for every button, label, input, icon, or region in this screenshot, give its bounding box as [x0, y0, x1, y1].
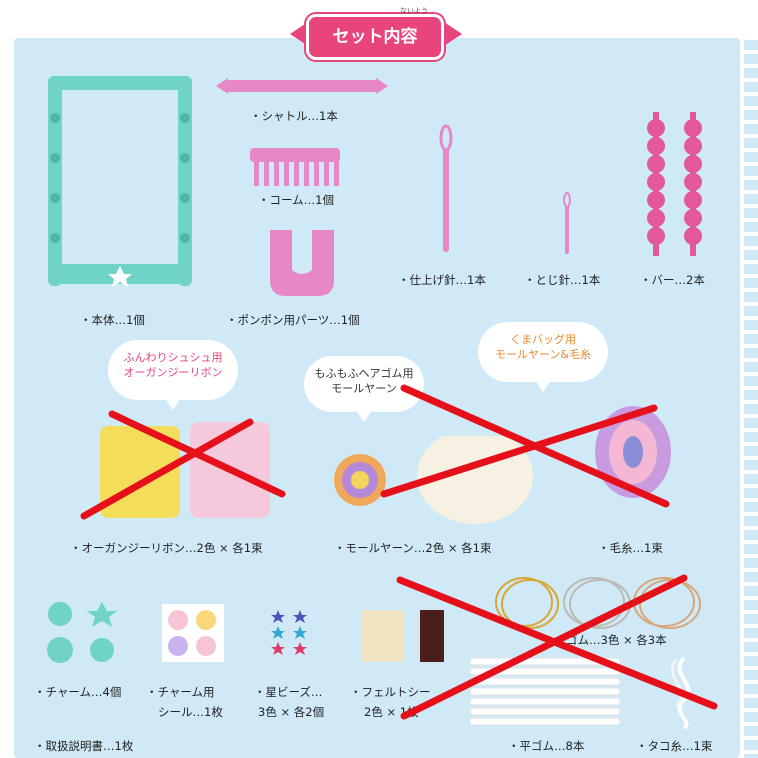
- label-rubber: ゴム…3色 × 各3本: [566, 633, 667, 647]
- mall-bubble-line1: もふもふヘアゴム用: [314, 367, 414, 380]
- page-title: セット内容: [306, 14, 444, 60]
- bear-bubble-line2: モールヤーン&毛糸: [494, 348, 592, 361]
- label-comb: ・コーム…1個: [258, 193, 334, 207]
- label-manual: ・取扱説明書…1枚: [34, 739, 134, 753]
- cross-yarn-b: [380, 404, 658, 498]
- title-ribbon-right: [444, 22, 462, 46]
- label-bar: ・バー…2本: [640, 273, 705, 287]
- mall-bubble: もふもふヘアゴム用 モールヤーン: [304, 356, 424, 422]
- flat-rubber-image: [470, 657, 621, 726]
- kite-string-image: [670, 656, 691, 730]
- shuttle-image: [216, 78, 388, 94]
- label-finish-needle: ・仕上げ針…1本: [398, 273, 486, 287]
- label-shuttle: ・シャトル…1本: [250, 109, 338, 123]
- label-star-beads-2: 3色 × 各2個: [258, 705, 325, 719]
- organza-bubble: ふんわりシュシュ用 オーガンジーリボン: [108, 340, 238, 410]
- bars-image: [647, 112, 702, 256]
- bear-bubble-line1: くまバッグ用: [510, 333, 576, 346]
- sewing-needle-image: [563, 192, 571, 254]
- loom-body-image: [48, 76, 192, 287]
- label-main-body: ・本体…1個: [80, 313, 145, 327]
- comb-image: [250, 148, 340, 186]
- star-beads-image: [271, 610, 307, 655]
- title-furigana: ないよう: [400, 7, 428, 15]
- title-ribbon-left: [290, 22, 308, 46]
- label-pompom-parts: ・ポンポン用パーツ…1個: [226, 313, 360, 327]
- cross-organza-b: [80, 418, 254, 520]
- label-organza: ・オーガンジーリボン…2色 × 各1束: [70, 541, 263, 555]
- organza-bubble-line1: ふんわりシュシュ用: [123, 351, 223, 364]
- finish-needle-image: [439, 124, 453, 252]
- charm-sticker-image: [162, 604, 224, 662]
- mall-bubble-line2: モールヤーン: [331, 382, 397, 395]
- label-kite-string: ・タコ糸…1束: [636, 739, 713, 753]
- label-yarn: ・毛糸…1束: [598, 541, 663, 555]
- label-charm-sticker-2: シール…1枚: [158, 705, 223, 719]
- label-sewing-needle: ・とじ針…1本: [524, 273, 601, 287]
- pompom-parts-image: [270, 230, 334, 296]
- bear-bag-bubble: くまバッグ用 モールヤーン&毛糸: [478, 322, 608, 392]
- felt-sheet-image: [362, 610, 444, 662]
- panel-dashed-edge: [744, 40, 758, 758]
- label-flat-rubber: ・平ゴム…8本: [508, 739, 585, 753]
- label-charm: ・チャーム…4個: [34, 685, 122, 699]
- label-felt-1: ・フェルトシー: [350, 685, 431, 699]
- label-star-beads-1: ・星ビーズ…: [254, 685, 323, 699]
- cross-rubber-b: [400, 574, 688, 720]
- label-mall-yarn: ・モールヤーン…2色 × 各1束: [334, 541, 492, 555]
- yarn-image: [595, 406, 671, 498]
- organza-bubble-line2: オーガンジーリボン: [123, 366, 223, 379]
- charm-image: [47, 602, 117, 663]
- label-charm-sticker-1: ・チャーム用: [146, 685, 215, 699]
